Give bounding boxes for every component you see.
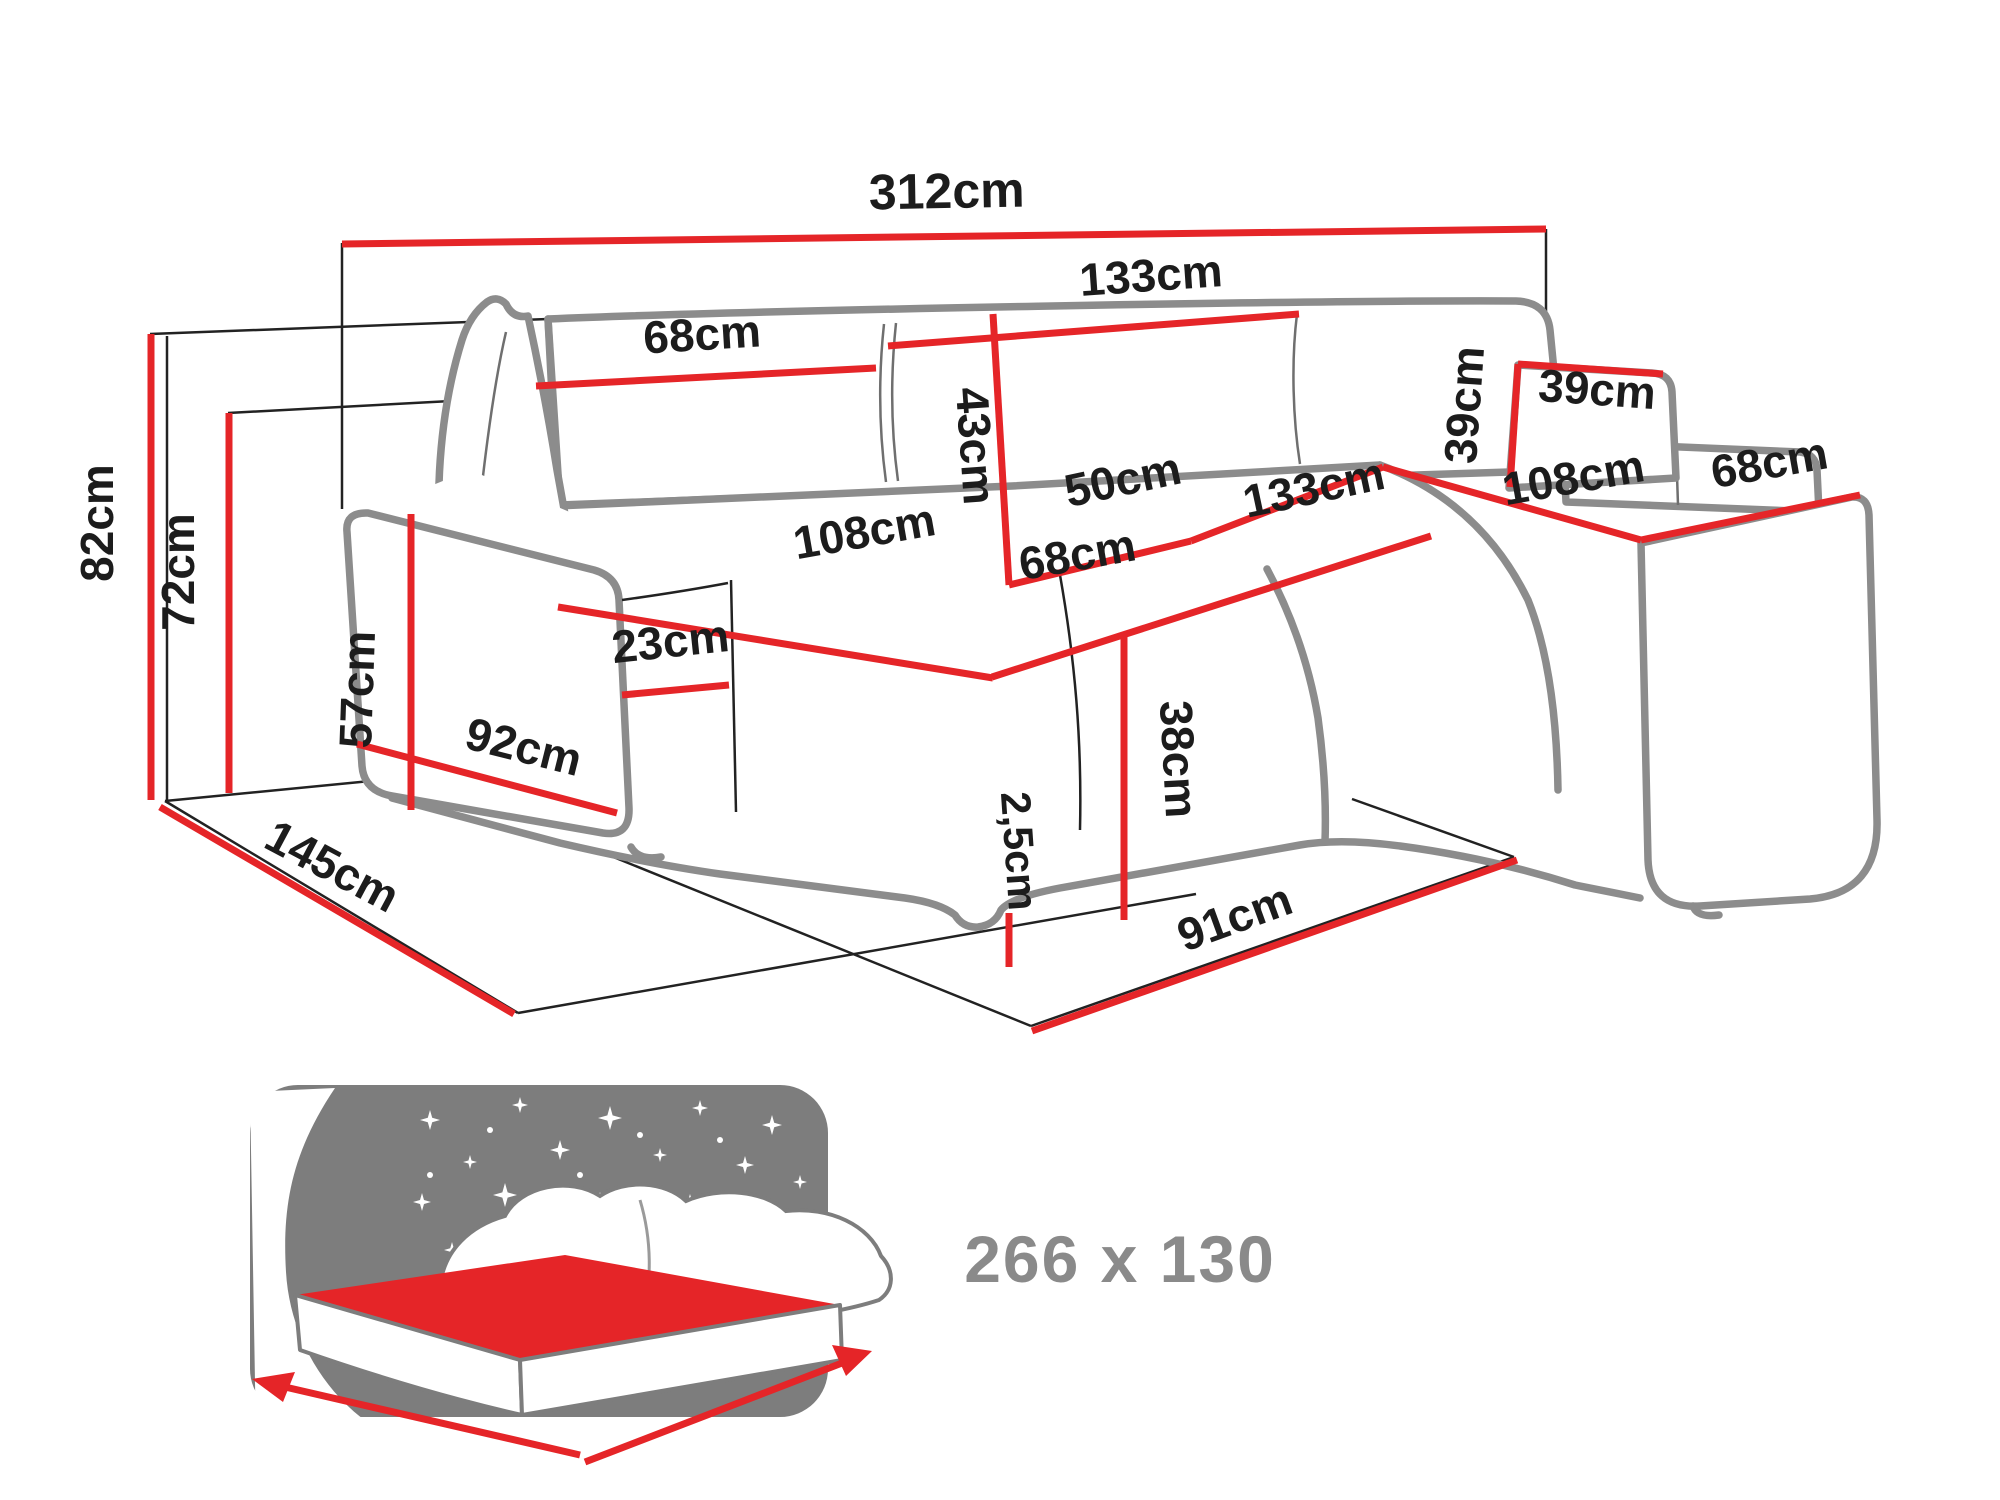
dim-overall-width: 312cm [868,162,1025,221]
dim-armrest-width: 23cm [609,609,731,673]
dim-armrest-height: 57cm [329,630,385,749]
dim-seat-height: 38cm [1150,699,1208,819]
sofa-drawing [343,295,1881,931]
dim-backrest-middle-top: 133cm [1078,244,1225,306]
dim-headrest-height: 39cm [1434,344,1494,465]
dim-backrest-left: 68cm [642,304,763,363]
mattress-front-icon [293,1293,524,1417]
dim-backrest-height: 43cm [946,385,1006,506]
mattress-arrows-icon [252,1345,872,1466]
left-armrest [343,509,633,838]
chaise-block [1637,493,1881,910]
dimension-lines [147,225,1861,1035]
sleeping-area-size: 266 x 130 [964,1222,1276,1296]
front-seat-cushion [731,566,1325,925]
dim-backrest-total-height: 72cm [152,513,204,631]
sofa-bottom-edge [388,794,1644,931]
sleeping-area-icon: 266 x 130 [250,1085,1276,1466]
dim-headrest-width: 39cm [1537,359,1658,419]
dim-chaise-floor-depth: 91cm [1170,872,1298,961]
dim-leg-height: 2,5cm [992,790,1047,912]
moon-crescent-icon [250,1088,398,1440]
dim-total-height: 82cm [71,464,123,582]
